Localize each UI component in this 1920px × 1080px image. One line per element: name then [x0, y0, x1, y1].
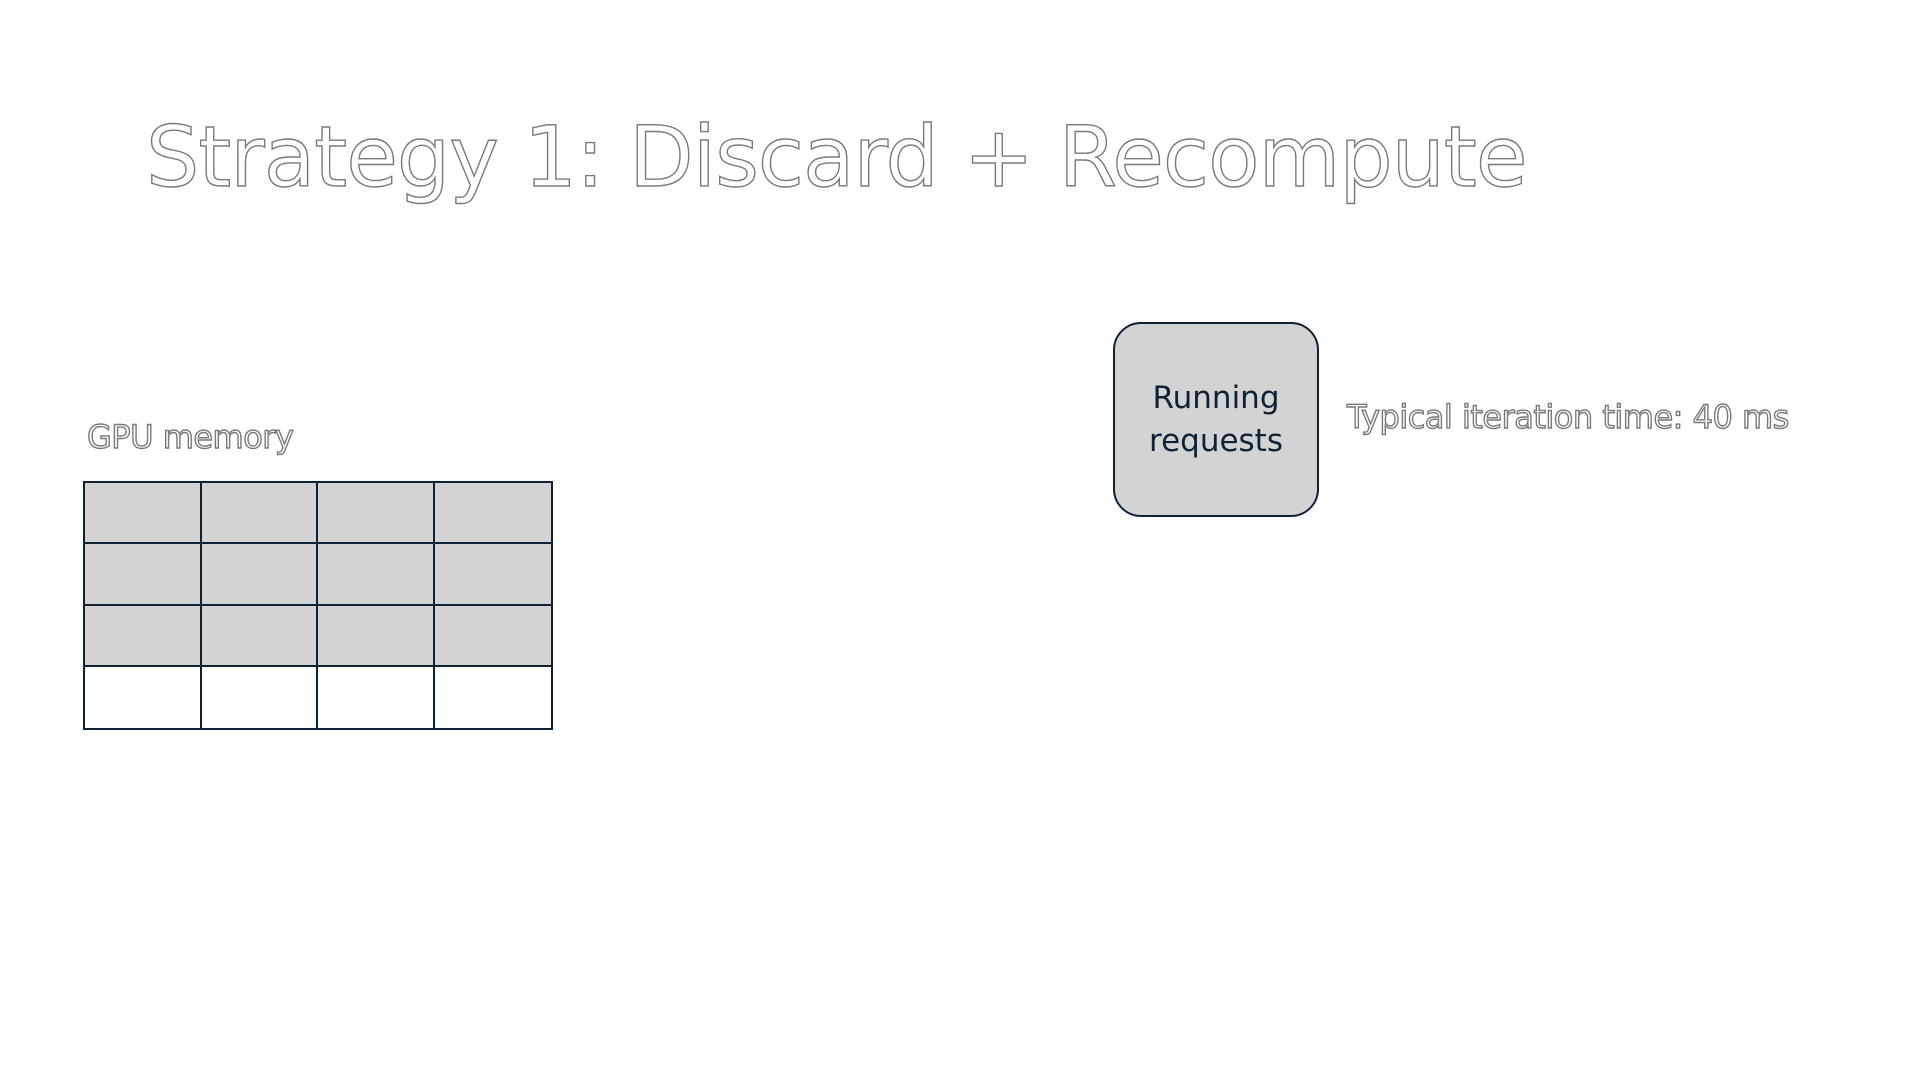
running-requests-box: Running requests — [1113, 322, 1319, 517]
running-requests-label: Running requests — [1149, 379, 1283, 459]
gpu-memory-label: GPU memory — [86, 417, 294, 456]
memory-block-free — [85, 666, 202, 728]
memory-block-used — [201, 544, 318, 606]
gpu-memory-grid — [83, 481, 553, 730]
memory-block-used — [201, 483, 318, 545]
memory-block-used — [434, 605, 551, 667]
memory-block-used — [318, 605, 435, 667]
memory-block-used — [434, 544, 551, 606]
iteration-time-label: Typical iteration time: 40 ms — [1346, 397, 1790, 436]
memory-block-free — [434, 666, 551, 728]
memory-block-used — [318, 483, 435, 545]
memory-block-used — [85, 544, 202, 606]
memory-block-free — [201, 666, 318, 728]
memory-block-used — [318, 544, 435, 606]
memory-block-used — [85, 605, 202, 667]
memory-block-used — [201, 605, 318, 667]
memory-block-used — [434, 483, 551, 545]
memory-block-free — [318, 666, 435, 728]
memory-block-used — [85, 483, 202, 545]
slide-title: Strategy 1: Discard + Recompute — [145, 107, 1528, 206]
